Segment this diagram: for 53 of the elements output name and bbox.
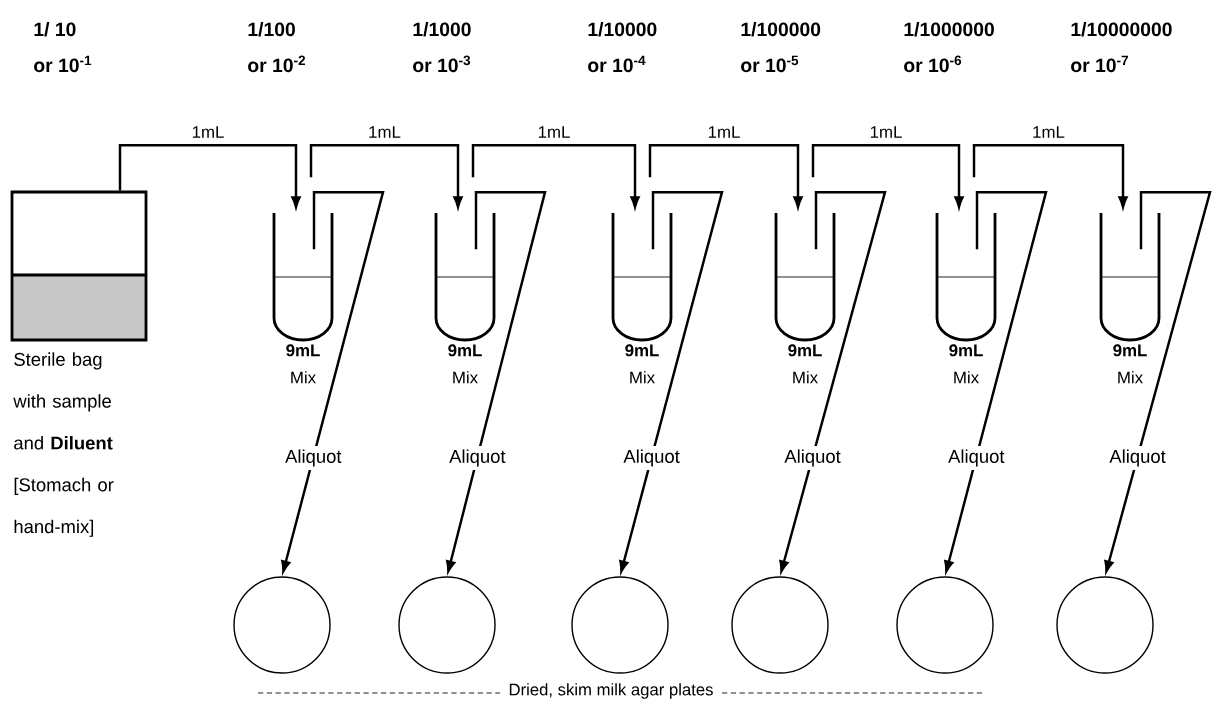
arrow — [281, 190, 385, 573]
node-label: 9mL Mix — [448, 344, 482, 384]
edge-label: Aliquot — [780, 445, 845, 471]
edge-label: 1mL — [534, 122, 574, 142]
dilution-label: or 10$^{-3}$ — [413, 55, 471, 73]
edge-label: 1mL — [1028, 122, 1069, 142]
edge-label: 1mL — [364, 122, 405, 142]
test-tube — [272, 213, 334, 342]
agar-plate — [571, 576, 669, 674]
edge-label: 1mL — [866, 122, 906, 142]
edge-label: Aliquot — [619, 445, 684, 471]
node-label: 9mL Mix — [1113, 344, 1147, 384]
edge-label: Aliquot — [1105, 445, 1170, 471]
agar-plate — [233, 576, 331, 674]
arrow — [779, 190, 887, 573]
agar-plate — [398, 576, 496, 674]
agar-plate — [1056, 576, 1154, 674]
dilution-label: or 10$^{-1}$ — [34, 55, 92, 73]
agar-plate — [896, 576, 994, 674]
dilution-label: 1/10000000 — [1071, 22, 1172, 37]
dilution-label: or 10$^{-4}$ — [588, 55, 646, 73]
dilution-label: 1/100 — [248, 22, 295, 37]
dilution-label: 1/1000 — [413, 22, 471, 37]
agar-plate — [731, 576, 829, 674]
node-label: 9mL Mix — [286, 344, 320, 384]
caption: Dried, skim milk agar plates — [509, 683, 713, 699]
edge-label: Aliquot — [944, 445, 1009, 471]
test-tube — [434, 213, 496, 342]
edge-label: Aliquot — [445, 445, 510, 471]
edge-label: 1mL — [188, 122, 228, 142]
node-label: 9mL Mix — [788, 344, 822, 384]
arrow — [1104, 190, 1212, 573]
node-label: Sterile bag with sample and Diluent [Stomach or hand-mix] — [13, 352, 114, 537]
node-label: 9mL Mix — [625, 344, 659, 384]
dilution-label: or 10$^{-5}$ — [741, 55, 799, 73]
test-tube — [774, 213, 836, 342]
arrow — [944, 190, 1048, 573]
node-label: 9mL Mix — [949, 344, 983, 384]
test-tube — [1099, 213, 1161, 342]
dilution-label: or 10$^{-6}$ — [904, 55, 962, 73]
sample-bag — [10, 190, 148, 342]
arrow — [619, 190, 724, 573]
test-tube — [935, 213, 997, 342]
dilution-label: 1/10000 — [588, 22, 657, 37]
dilution-label: 1/100000 — [741, 22, 821, 37]
dilution-label: or 10$^{-7}$ — [1071, 55, 1128, 73]
arrow — [446, 190, 547, 573]
edge-label: Aliquot — [281, 445, 346, 471]
test-tube — [611, 213, 673, 342]
dilution-label: 1/1000000 — [904, 22, 994, 37]
dilution-label: 1/ 10 — [34, 22, 76, 37]
dilution-label: or 10$^{-2}$ — [248, 55, 306, 73]
edge-label: 1mL — [704, 122, 744, 142]
